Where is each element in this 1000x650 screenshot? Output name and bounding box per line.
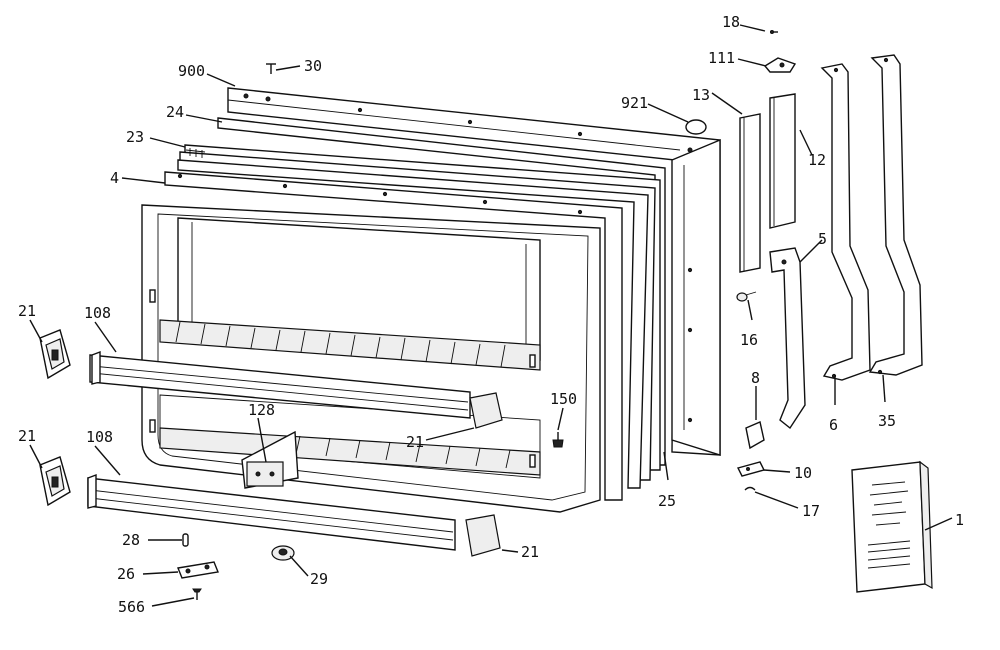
leader-lines <box>29 24 953 607</box>
hinge-pin-111 <box>763 57 797 73</box>
callout-566: 566 <box>118 598 145 616</box>
washer-17 <box>744 486 756 491</box>
callout-8: 8 <box>751 369 760 387</box>
screw-566 <box>192 588 202 600</box>
callout-21-shelf-lower: 21 <box>521 543 539 561</box>
callout-4: 4 <box>110 169 119 187</box>
outer-door-panel <box>227 87 721 456</box>
breaker-strip-frame <box>164 171 623 501</box>
inner-door-liner <box>141 204 601 513</box>
callout-18: 18 <box>722 13 740 31</box>
button-921 <box>685 119 707 135</box>
callout-24: 24 <box>166 103 184 121</box>
plug-16 <box>736 291 757 302</box>
callout-25: 25 <box>658 492 676 510</box>
callout-16: 16 <box>740 331 758 349</box>
instruction-booklet-1 <box>851 460 933 593</box>
callout-1: 1 <box>955 511 964 529</box>
callout-12: 12 <box>808 151 826 169</box>
end-cap-lower-left <box>39 456 71 507</box>
callout-900: 900 <box>178 62 205 80</box>
door-handle-6 <box>820 63 871 381</box>
callout-17: 17 <box>802 502 820 520</box>
callout-108-upper: 108 <box>84 304 111 322</box>
end-cap-upper-left <box>39 329 71 380</box>
screw-150 <box>552 432 564 448</box>
callout-128: 128 <box>248 401 275 419</box>
door-trim-strip-12 <box>769 93 796 229</box>
callout-21-lower-left: 21 <box>18 427 36 445</box>
callout-10: 10 <box>794 464 812 482</box>
callout-6: 6 <box>829 416 838 434</box>
gasket-layers <box>177 117 666 489</box>
callout-21-shelf-upper: 21 <box>406 433 424 451</box>
callout-29: 29 <box>310 570 328 588</box>
callout-28: 28 <box>122 531 140 549</box>
callout-30: 30 <box>304 57 322 75</box>
door-handle-35 <box>868 54 923 376</box>
pin-28 <box>182 533 189 547</box>
callout-108-lower: 108 <box>86 428 113 446</box>
callout-35: 35 <box>878 412 896 430</box>
door-trim-strip-13 <box>739 113 761 273</box>
bushing-29 <box>271 545 295 561</box>
hinge-plate-26 <box>177 561 219 579</box>
callout-26: 26 <box>117 565 135 583</box>
callout-921: 921 <box>621 94 648 112</box>
callout-23: 23 <box>126 128 144 146</box>
hinge-plate-10 <box>736 461 766 477</box>
door-shelf-bar-upper <box>89 350 503 429</box>
callout-13: 13 <box>692 86 710 104</box>
hinge-part-8 <box>745 421 765 450</box>
callout-150: 150 <box>550 390 577 408</box>
callout-5: 5 <box>818 230 827 248</box>
shelf-retainer-bracket-128 <box>241 430 299 489</box>
screw-symbol-30 <box>266 63 276 74</box>
handle-bracket-5 <box>769 247 806 430</box>
callout-labels: 900 30 24 23 4 921 13 18 111 12 5 16 8 6… <box>18 13 964 616</box>
callout-111: 111 <box>708 49 735 67</box>
callout-21-upper-left: 21 <box>18 302 36 320</box>
screw-18 <box>770 30 778 34</box>
door-shelf-bar-lower <box>87 473 501 557</box>
